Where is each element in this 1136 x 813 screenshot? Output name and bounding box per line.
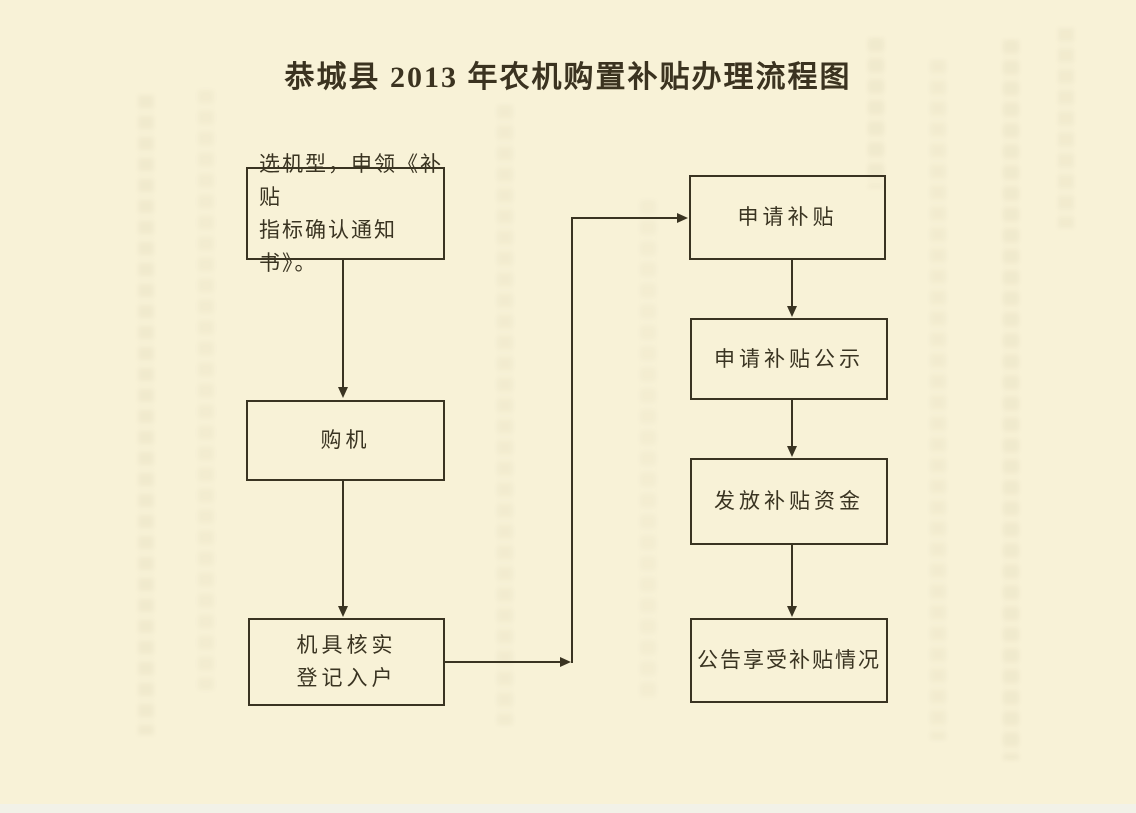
node-label: 公告享受补贴情况	[697, 648, 881, 672]
flow-node-subsidy-publicity: 申请补贴公示	[690, 318, 888, 400]
elbow-connector-horizontal	[571, 217, 678, 219]
arrowhead-down-icon	[787, 306, 797, 317]
arrowhead-right-icon	[560, 657, 571, 667]
arrowhead-down-icon	[338, 387, 348, 398]
arrowhead-down-icon	[338, 606, 348, 617]
node-label-line1: 机具核实	[296, 633, 397, 657]
paper-bleed-texture	[930, 60, 946, 740]
flow-node-purchase: 购机	[246, 400, 445, 481]
arrow-down-icon	[342, 259, 344, 389]
paper-bleed-texture	[1003, 40, 1019, 760]
paper-bleed-texture	[138, 95, 154, 735]
flow-node-disburse-funds: 发放补贴资金	[690, 458, 888, 545]
scan-edge	[0, 804, 1136, 813]
arrow-down-icon	[791, 400, 793, 447]
paper-bleed-texture	[198, 90, 214, 690]
flow-node-announce-status: 公告享受补贴情况	[690, 618, 888, 703]
node-label: 发放补贴资金	[714, 489, 864, 513]
paper-bleed-texture	[640, 200, 656, 700]
arrow-down-icon	[791, 545, 793, 607]
flow-node-select-model: 选机型，申领《补贴 指标确认通知书》。	[246, 152, 445, 275]
elbow-connector-horizontal	[445, 661, 563, 663]
node-label: 申请补贴	[737, 205, 838, 229]
node-label: 申请补贴公示	[714, 346, 864, 371]
arrowhead-right-icon	[677, 213, 688, 223]
node-label-line2: 指标确认通知书》。	[259, 217, 397, 275]
arrow-down-icon	[342, 481, 344, 607]
node-label-line2: 登记入户	[296, 666, 397, 690]
arrow-down-icon	[791, 260, 793, 307]
flow-node-apply-subsidy: 申请补贴	[689, 175, 886, 260]
flow-node-verify-register: 机具核实 登记入户	[248, 618, 445, 706]
paper-bleed-texture	[497, 105, 513, 725]
arrowhead-down-icon	[787, 606, 797, 617]
arrowhead-down-icon	[787, 446, 797, 457]
node-label-line1: 选机型，申领《补贴	[259, 151, 443, 209]
page-title: 恭城县 2013 年农机购置补贴办理流程图	[284, 61, 852, 94]
node-label: 购机	[320, 428, 371, 452]
elbow-connector-vertical	[571, 218, 573, 663]
